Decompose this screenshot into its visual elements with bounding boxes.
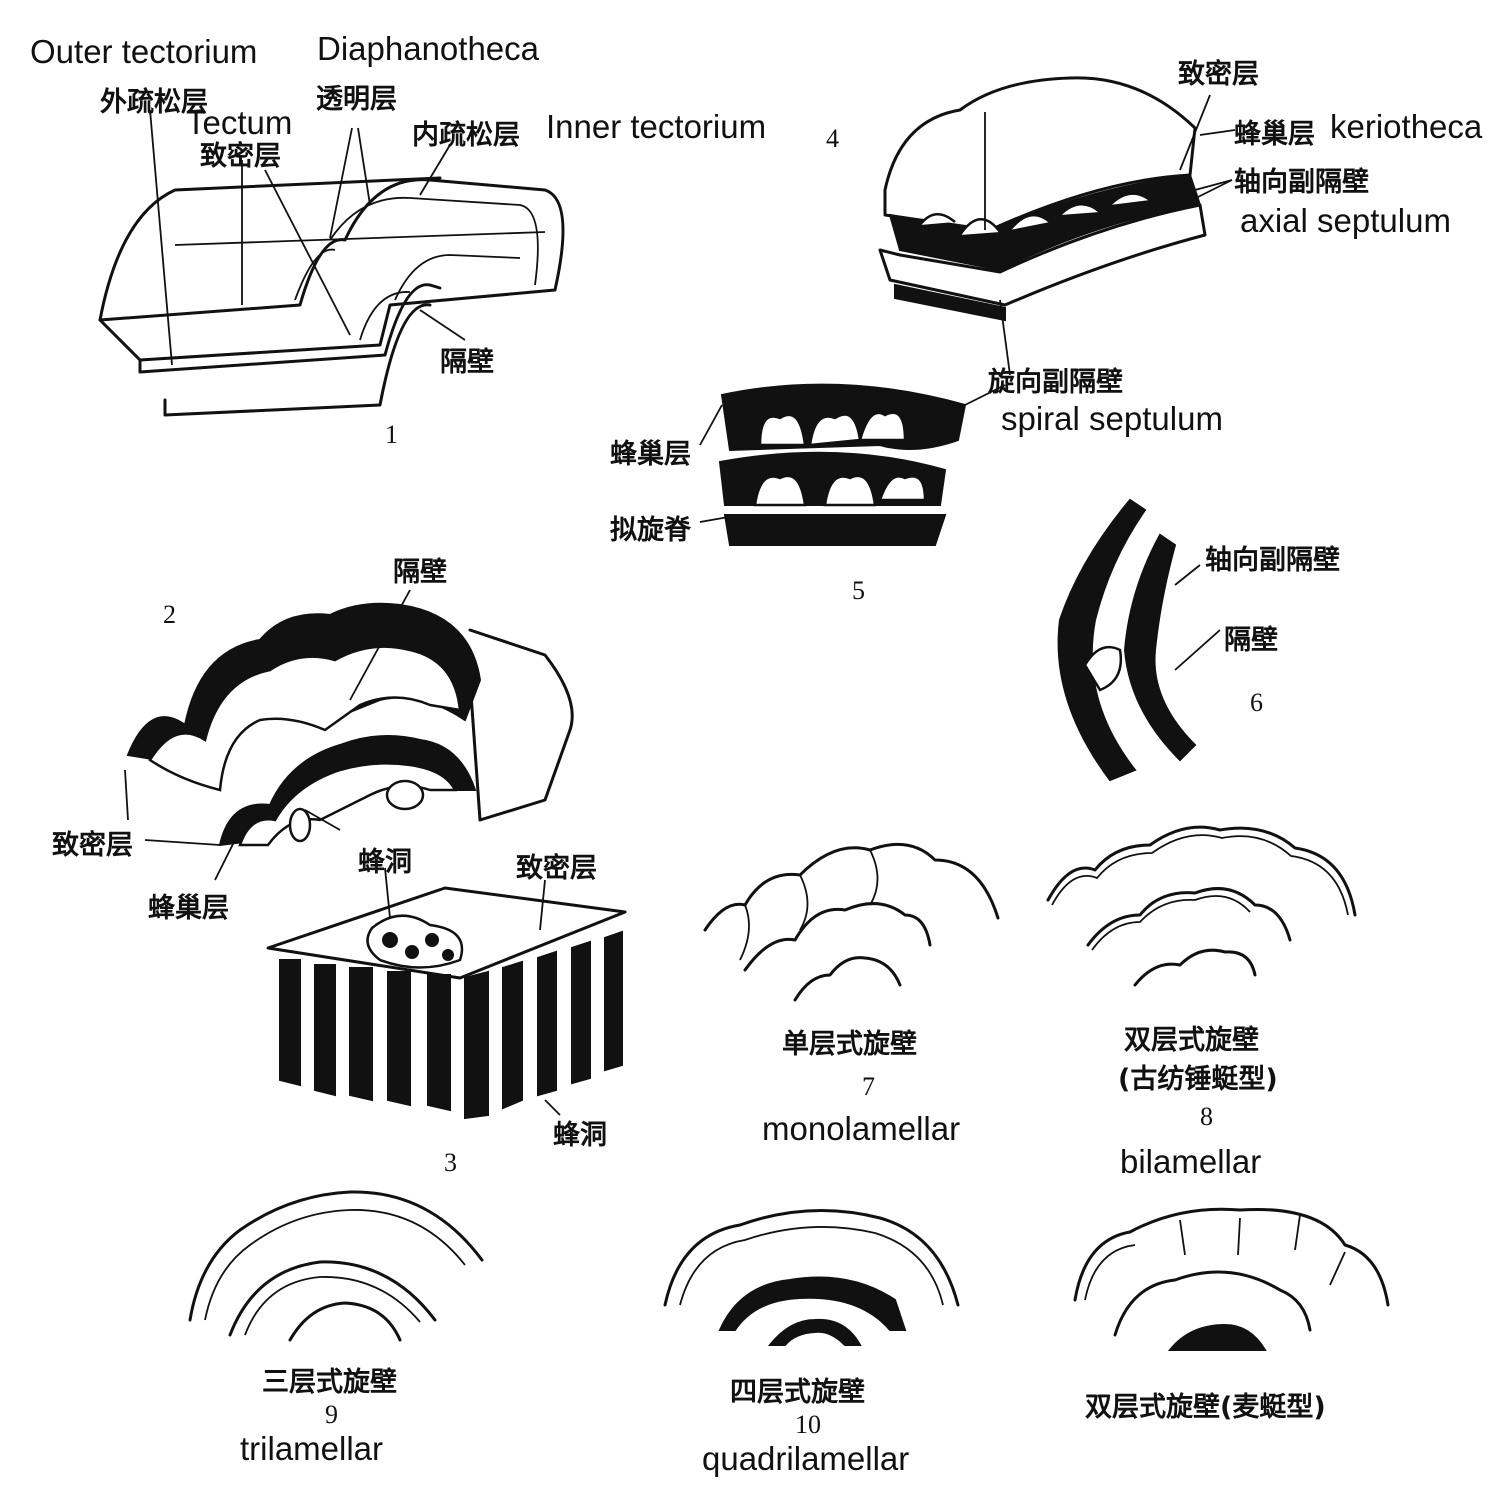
fig3-alveolar-block-drawing	[266, 867, 627, 1120]
fig6-septa-section-drawing	[1057, 498, 1221, 782]
fig1-cn-septum: 隔壁	[440, 347, 494, 378]
fig5-number: 5	[852, 576, 865, 605]
fig8-cn-caption-2: (古纺锤蜓型)	[1118, 1064, 1278, 1095]
fig6-cn-axial-septulum: 轴向副隔壁	[1205, 545, 1340, 576]
fig1-en-outer-tectorium: Outer tectorium	[30, 33, 258, 70]
fig4-number: 4	[826, 124, 839, 153]
fig10-cn-caption: 四层式旋壁	[730, 1377, 865, 1408]
fig8-cn-caption: 双层式旋壁	[1124, 1025, 1259, 1056]
fig7-cn-caption: 单层式旋壁	[782, 1029, 917, 1060]
fig4-en-spiral-septulum: spiral septulum	[1001, 400, 1223, 437]
fig6-cn-septum: 隔壁	[1224, 625, 1278, 656]
fig3-number: 3	[444, 1148, 457, 1177]
fig4-en-keriotheca: keriotheca	[1330, 108, 1483, 145]
fig2-cn-septum: 隔壁	[393, 557, 447, 588]
fig9-number: 9	[325, 1400, 338, 1429]
fig3-cn-alveolus: 蜂洞	[553, 1120, 607, 1151]
fig10-number: 10	[795, 1410, 821, 1439]
fig4-en-axial-septulum: axial septulum	[1240, 202, 1451, 239]
fig8-bilamellar-drawing	[1046, 825, 1357, 987]
fig11-bilamellar-schwagerinid-drawing	[1073, 1207, 1390, 1351]
fig5-cross-section-drawing	[699, 383, 1006, 546]
fig2-keriotheca-drawing	[124, 589, 574, 881]
fig7-number: 7	[862, 1072, 875, 1101]
fig2-cn-alveolus: 蜂洞	[358, 847, 412, 878]
fig4-cn-axial-septulum: 轴向副隔壁	[1234, 167, 1369, 198]
fig2-cn-keriotheca: 蜂巢层	[148, 893, 229, 924]
fig2-number: 2	[163, 600, 176, 629]
fig2-cn-tectum: 致密层	[52, 830, 133, 861]
fig10-en-caption: quadrilamellar	[702, 1440, 910, 1477]
fig9-cn-caption: 三层式旋壁	[262, 1367, 397, 1398]
fig1-cn-inner-tectorium: 内疏松层	[412, 120, 520, 151]
fig8-number: 8	[1200, 1102, 1213, 1131]
fig5-cn-keriotheca: 蜂巢层	[610, 439, 691, 470]
fig1-en-diaphanotheca: Diaphanotheca	[317, 30, 540, 67]
fig1-en-tectum: Tectum	[186, 104, 293, 141]
fig6-number: 6	[1250, 688, 1263, 717]
fig1-cn-diaphanotheca: 透明层	[316, 84, 397, 115]
fig7-en-caption: monolamellar	[762, 1110, 961, 1147]
fig1-cn-outer-tectorium: 外疏松层	[100, 87, 208, 118]
fig1-number: 1	[385, 420, 398, 449]
fig7-monolamellar-drawing	[703, 842, 1000, 1002]
fig4-spiral-wall-block-drawing	[878, 76, 1236, 376]
fig5-cn-parachomata: 拟旋脊	[610, 515, 691, 546]
fig9-trilamellar-drawing	[188, 1190, 484, 1342]
fig4-cn-tectum: 致密层	[1178, 59, 1259, 90]
fig4-cn-spiral-septulum: 旋向副隔壁	[988, 367, 1123, 398]
fig1-wall-layers-drawing	[98, 109, 565, 417]
fig10-quadrilamellar-drawing	[663, 1209, 960, 1346]
fig8-en-caption: bilamellar	[1120, 1143, 1262, 1180]
fig11-cn-caption: 双层式旋壁(麦蜓型)	[1085, 1392, 1326, 1423]
fig3-cn-tectum: 致密层	[516, 853, 597, 884]
fig9-en-caption: trilamellar	[240, 1430, 384, 1467]
fig1-en-inner-tectorium: Inner tectorium	[546, 108, 767, 145]
fig1-cn-tectum: 致密层	[200, 141, 281, 172]
fig4-cn-keriotheca: 蜂巢层	[1234, 119, 1315, 150]
